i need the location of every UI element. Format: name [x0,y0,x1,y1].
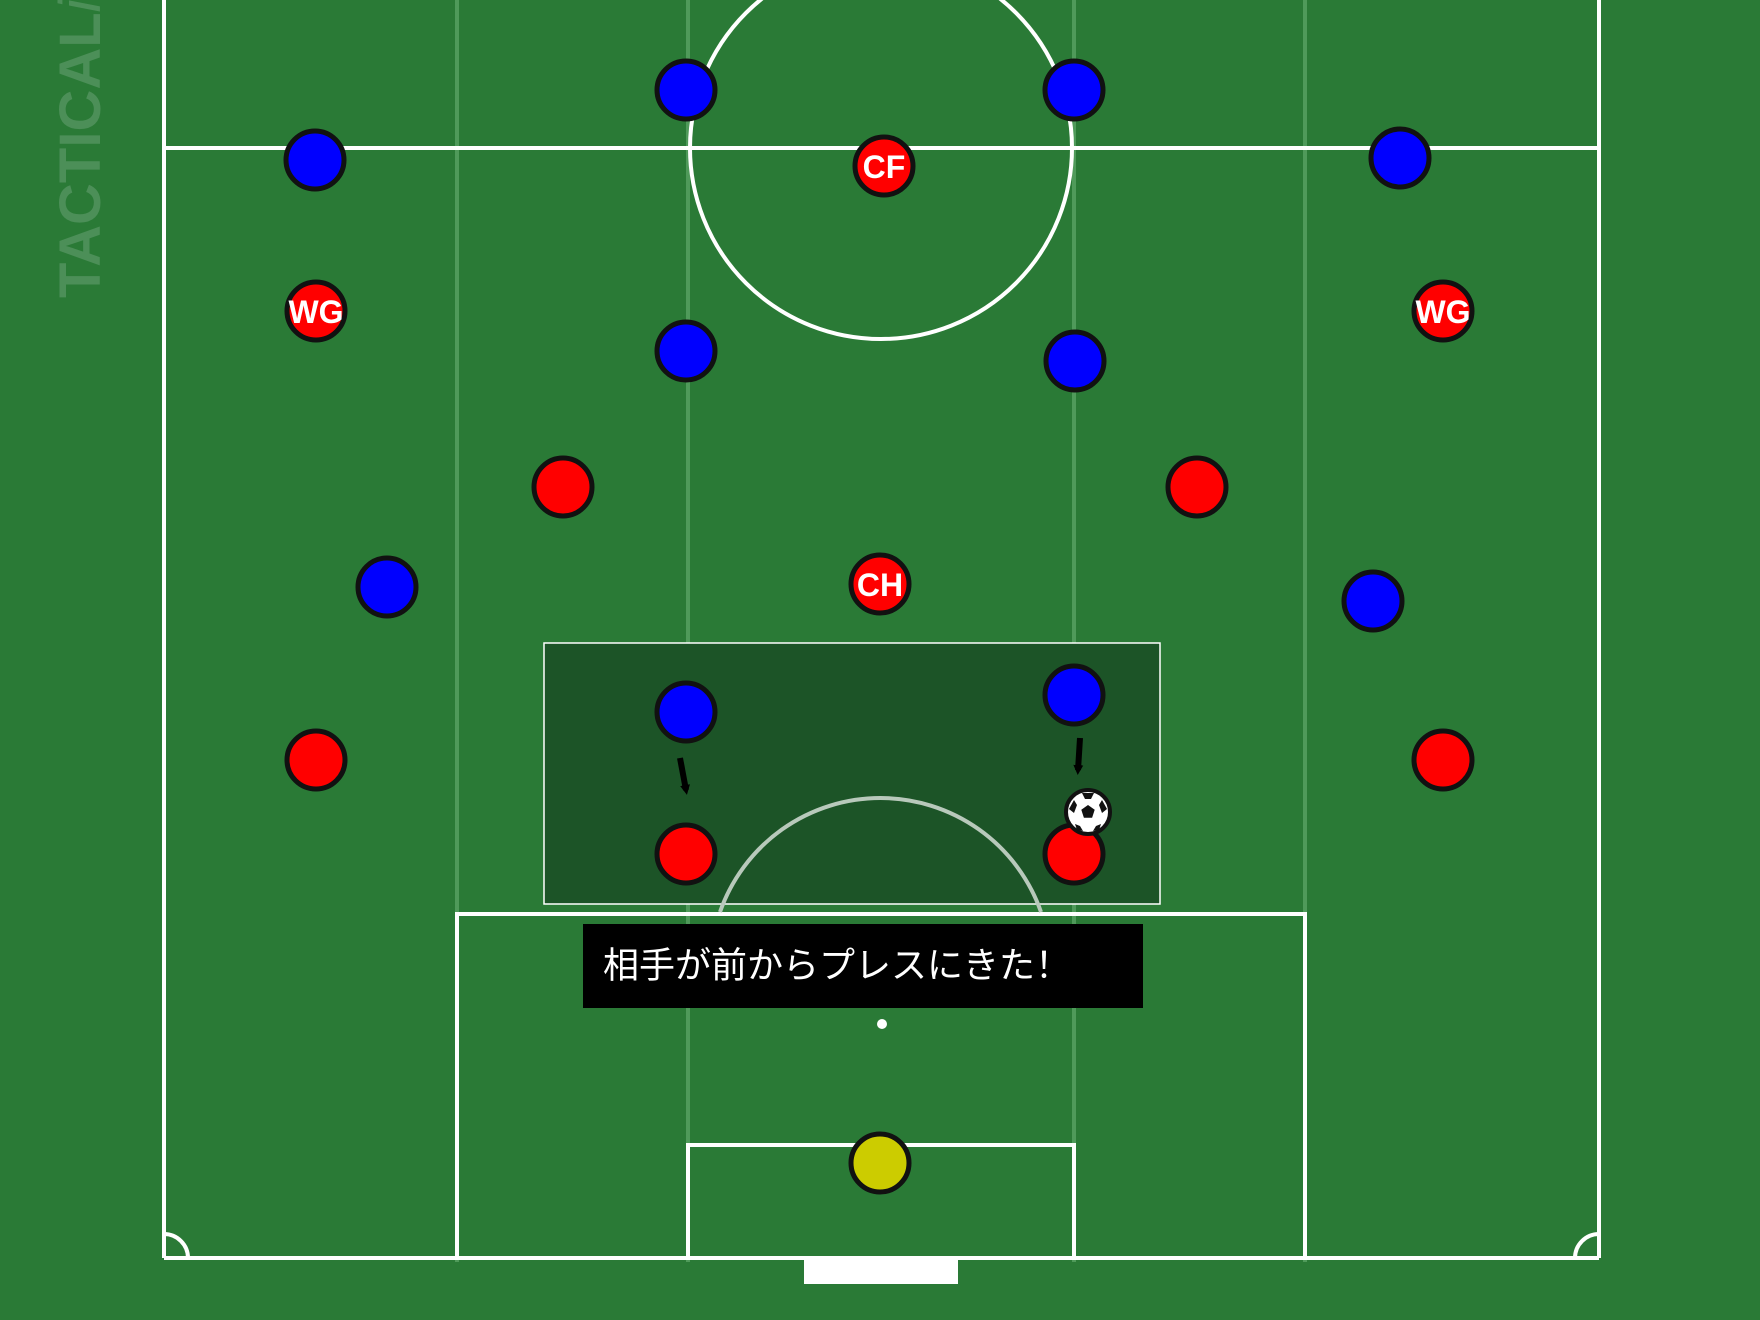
home-player-im-right[interactable] [1165,455,1229,519]
corner-arc-right [1573,1232,1600,1259]
home-player-ch[interactable]: CH [848,552,912,616]
player-label: WG [1415,294,1470,330]
home-player-wg-left[interactable]: WG [284,279,348,343]
caption-box: 相手が前からプレスにきた！ [583,924,1143,1008]
away-player[interactable] [1042,663,1106,727]
home-player-fb-right[interactable] [1411,728,1475,792]
caption-text: 相手が前からプレスにきた！ [603,946,1071,987]
player-marker [848,552,912,616]
player-label: WG [288,294,343,330]
ball-panel [1069,800,1077,813]
press-arrow [677,757,690,795]
home-player-fb-left[interactable] [284,728,348,792]
ball-panel [1099,800,1107,813]
player-marker [284,279,348,343]
home-player-cb-left[interactable] [654,822,718,886]
player-label: CF [863,149,906,185]
away-player[interactable] [1043,329,1107,393]
penalty-spot [877,1019,887,1029]
away-player[interactable] [355,555,419,619]
away-player[interactable] [654,58,718,122]
watermark: TACTICALista [48,0,113,298]
press-arrows [677,737,1084,795]
away-player[interactable] [1341,569,1405,633]
away-team [283,58,1432,744]
away-player[interactable] [283,128,347,192]
home-player-cf[interactable]: CF [852,134,916,198]
home-team: CF WG WG CH [284,134,1475,1195]
away-player[interactable] [1368,126,1432,190]
corner-arc-left [163,1232,190,1259]
ball-panel [1075,824,1083,831]
home-player-wg-right[interactable]: WG [1411,279,1475,343]
ball-panel [1082,793,1094,799]
goal [804,1258,958,1284]
ball-panel [1093,824,1101,831]
soccer-ball-icon[interactable] [1064,788,1112,836]
press-arrow [1073,737,1084,775]
away-player[interactable] [1042,58,1106,122]
away-player[interactable] [654,319,718,383]
player-label: CH [857,567,903,603]
player-marker [852,134,916,198]
penalty-arc [718,796,1043,913]
player-marker [1411,279,1475,343]
away-player[interactable] [654,680,718,744]
caption-background [583,924,1143,1008]
home-player-gk[interactable] [848,1131,912,1195]
home-player-im-left[interactable] [531,455,595,519]
ball-panel [1081,805,1095,818]
centre-circle [688,0,1074,341]
